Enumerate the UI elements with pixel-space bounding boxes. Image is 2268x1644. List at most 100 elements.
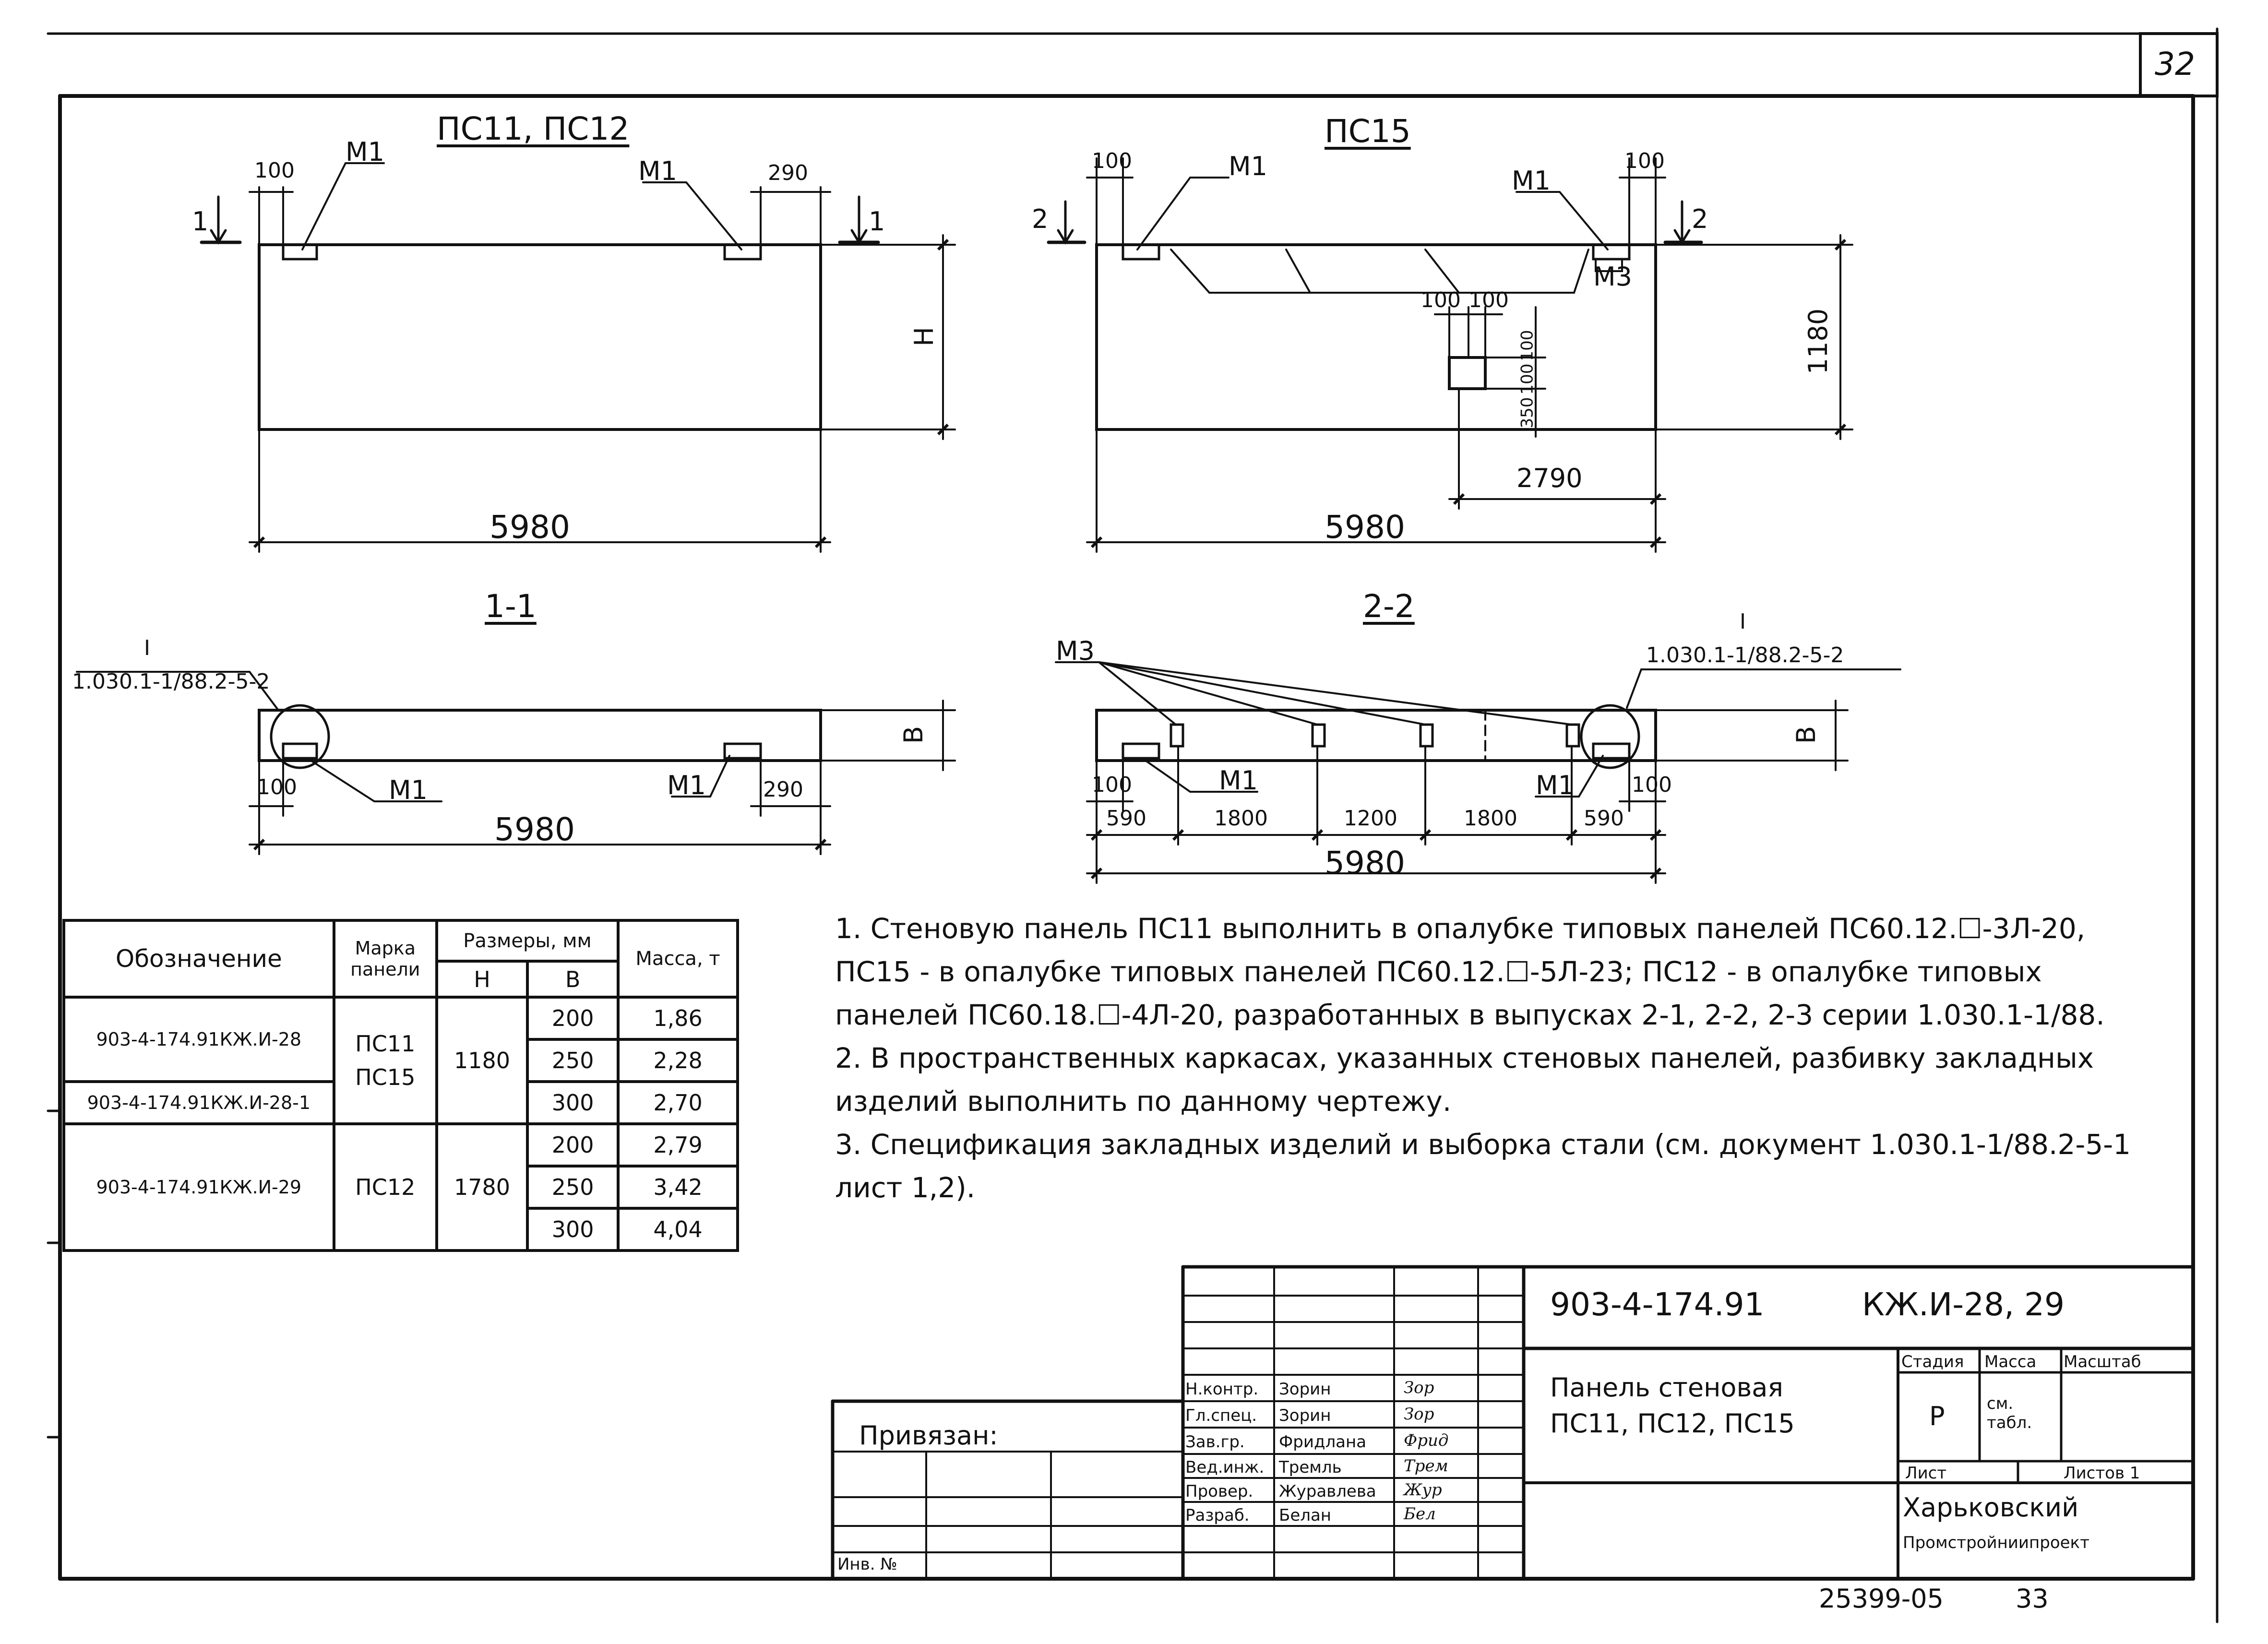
dim-100-g: 100: [1517, 363, 1537, 395]
dim-5980-c: 5980: [494, 811, 575, 848]
dim-B-b: В: [1791, 726, 1822, 744]
cell-m5: 3,42: [617, 1165, 739, 1210]
th-mass: Масса, т: [617, 919, 739, 999]
dim-290-a: 290: [768, 161, 808, 185]
dim-H: Н: [908, 327, 939, 346]
label-m1-b: М1: [638, 156, 677, 186]
cell-b3: 300: [526, 1080, 620, 1125]
cell-designation-3: 903-4-174.91КЖ.И-29: [62, 1122, 335, 1252]
dim-1180: 1180: [1803, 308, 1834, 375]
dim-100-d: 100: [1420, 288, 1461, 312]
section-2-2: [1055, 661, 1901, 884]
section-title-2-2: 2-2: [1363, 588, 1415, 625]
embed-m1-right: [723, 243, 762, 261]
signature-6: Бел: [1404, 1504, 1436, 1524]
name-6: Белан: [1279, 1506, 1332, 1525]
role-1: Н.контр.: [1185, 1380, 1259, 1399]
sheet-number: 32: [2155, 46, 2195, 83]
role-3: Зав.гр.: [1185, 1432, 1245, 1452]
node-circle-1: [270, 704, 330, 769]
node-ref-2: 1.030.1-1/88.2-5-2: [1646, 643, 1844, 667]
cell-b6: 300: [526, 1207, 620, 1252]
dim-290-b: 290: [763, 777, 803, 802]
cell-m2: 2,28: [617, 1038, 739, 1083]
cell-b2: 250: [526, 1038, 620, 1083]
cell-m6: 4,04: [617, 1207, 739, 1252]
cell-m4: 2,79: [617, 1122, 739, 1167]
spec-table: Обозначение Марка панели Размеры, мм Мас…: [62, 919, 739, 1252]
dim-100-c: 100: [1624, 149, 1665, 173]
cut-1-left: 1: [192, 206, 209, 237]
signature-3: Фрид: [1404, 1431, 1449, 1450]
th-sizes: Размеры, мм: [435, 919, 620, 963]
sheet-number-box: [2139, 32, 2219, 97]
doc-code: 903-4-174.91: [1550, 1286, 1765, 1323]
h-stamp-mass: Масса: [1984, 1352, 2037, 1371]
view-pc15: [1047, 157, 1853, 553]
section-1-1: [76, 671, 956, 855]
node-ref-num-1: I: [144, 636, 150, 660]
th-mark: Марка панели: [332, 919, 438, 999]
mark-pc11: ПС11: [355, 1031, 416, 1057]
label-m1-g: М1: [1219, 765, 1258, 796]
dim-100-a: 100: [254, 158, 295, 183]
label-m3-b: М3: [1056, 636, 1095, 666]
inv-label: Инв. №: [837, 1555, 897, 1574]
dim-1200: 1200: [1344, 806, 1397, 831]
dim-2790: 2790: [1516, 463, 1583, 493]
label-m3-a: М3: [1593, 262, 1632, 292]
sheet-label: Лист: [1905, 1464, 1947, 1483]
cell-mark-b: ПС12: [332, 1122, 438, 1252]
node-ref-num-2: I: [1740, 609, 1746, 634]
name-4: Тремль: [1279, 1458, 1342, 1477]
bound-label: Привязан:: [859, 1420, 998, 1451]
label-m1-a: М1: [346, 137, 384, 167]
name-3: Фридлана: [1279, 1432, 1367, 1452]
cell-mark-a: ПС11 ПС15: [332, 996, 438, 1125]
th-designation: Обозначение: [62, 919, 335, 999]
cell-m1: 1,86: [617, 996, 739, 1041]
dim-100-h: 100: [257, 775, 297, 799]
node-ref-1: 1.030.1-1/88.2-5-2: [72, 669, 270, 694]
label-m1-e: М1: [389, 775, 428, 805]
sheets-label: Листов 1: [2064, 1464, 2140, 1483]
dim-100-f: 100: [1517, 330, 1537, 361]
section-11-outline: [258, 709, 822, 762]
signature-1: Зор: [1404, 1378, 1434, 1397]
label-m1-h: М1: [1536, 770, 1575, 800]
name-5: Журавлева: [1279, 1482, 1376, 1501]
h-stage: Стадия: [1901, 1352, 1964, 1371]
embed-m1-left-pc15: [1122, 243, 1160, 261]
mass-value: см. табл.: [1987, 1394, 2032, 1432]
signature-2: Зор: [1404, 1405, 1434, 1424]
label-m1-d: М1: [1512, 166, 1551, 196]
footer-code: 25399-05: [1819, 1584, 1944, 1614]
opening: [1448, 356, 1487, 390]
th-B: В: [526, 960, 620, 999]
role-5: Провер.: [1185, 1482, 1253, 1501]
note-1: 1. Стеновую панель ПС11 выполнить в опал…: [835, 912, 2105, 1031]
cell-b5: 250: [526, 1165, 620, 1210]
note-3: 3. Спецификация закладных изделий и выбо…: [835, 1128, 2131, 1204]
cell-m3: 2,70: [617, 1080, 739, 1125]
cut-2-left: 2: [1032, 204, 1049, 234]
title-line-1: Панель стеновая: [1550, 1372, 1783, 1403]
panel-pc11-outline: [258, 243, 822, 431]
dim-5980-d: 5980: [1325, 845, 1405, 882]
dim-5980-a: 5980: [489, 509, 570, 546]
cut-2-right: 2: [1692, 204, 1708, 234]
dim-100-b: 100: [1092, 149, 1132, 173]
signature-4: Трем: [1404, 1456, 1448, 1476]
dim-1800-a: 1800: [1214, 806, 1268, 831]
cell-b4: 200: [526, 1122, 620, 1167]
org-line-1: Харьковский: [1903, 1492, 2079, 1523]
notes: 1. Стеновую панель ПС11 выполнить в опал…: [835, 907, 2164, 1209]
dim-590-a: 590: [1106, 806, 1146, 831]
role-2: Гл.спец.: [1185, 1406, 1257, 1425]
name-1: Зорин: [1279, 1380, 1331, 1399]
stage-value: Р: [1929, 1401, 1945, 1431]
h-scale: Масштаб: [2064, 1352, 2141, 1371]
dim-350: 350: [1517, 397, 1537, 429]
title-line-2: ПС11, ПС12, ПС15: [1550, 1408, 1795, 1439]
th-H: Н: [435, 960, 529, 999]
